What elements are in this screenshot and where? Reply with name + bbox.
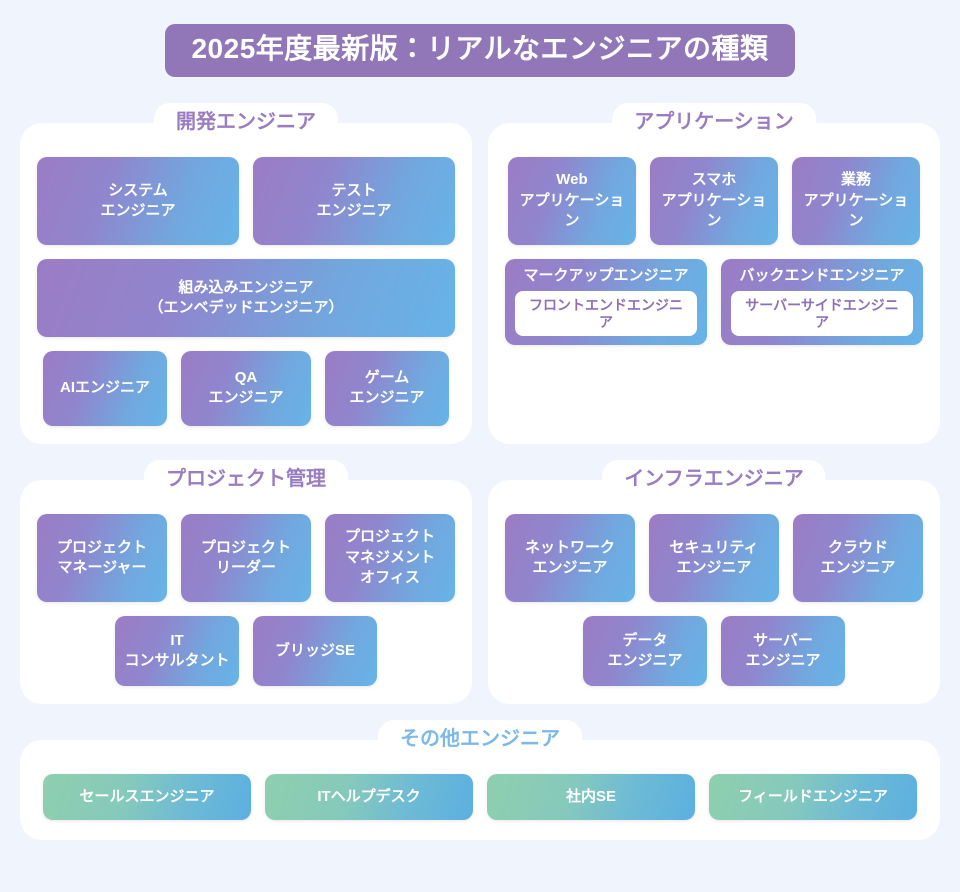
card-row: 組み込みエンジニア （エンベデッドエンジニア） bbox=[36, 258, 456, 337]
card-project-leader[interactable]: プロジェクト リーダー bbox=[181, 513, 311, 602]
sub-label-frontend-engineer[interactable]: フロントエンドエンジニア bbox=[515, 290, 697, 337]
card-it-helpdesk[interactable]: ITヘルプデスク bbox=[265, 773, 473, 820]
card-row: プロジェクト マネージャー プロジェクト リーダー プロジェクト マネジメント … bbox=[36, 513, 456, 602]
card-backend-engineer[interactable]: バックエンドエンジニア サーバーサイドエンジニア bbox=[721, 258, 923, 345]
section-heading-development: 開発エンジニア bbox=[154, 102, 338, 143]
card-sales-engineer[interactable]: セールスエンジニア bbox=[43, 773, 251, 820]
card-row: IT コンサルタント ブリッジSE bbox=[36, 615, 456, 686]
card-web-application[interactable]: Web アプリケーション bbox=[508, 156, 636, 245]
card-test-engineer[interactable]: テスト エンジニア bbox=[253, 156, 455, 245]
card-label: バックエンドエンジニア bbox=[739, 266, 905, 284]
card-qa-engineer[interactable]: QA エンジニア bbox=[181, 350, 311, 426]
section-heading-other: その他エンジニア bbox=[378, 719, 582, 760]
card-embedded-engineer[interactable]: 組み込みエンジニア （エンベデッドエンジニア） bbox=[37, 258, 455, 337]
card-row: マークアップエンジニア フロントエンドエンジニア バックエンドエンジニア サーバ… bbox=[504, 258, 924, 345]
page-title: 2025年度最新版：リアルなエンジニアの種類 bbox=[165, 24, 795, 77]
section-panel-application: アプリケーション Web アプリケーション スマホ アプリケーション 業務 アプ… bbox=[488, 102, 940, 444]
card-project-management-office[interactable]: プロジェクト マネジメント オフィス bbox=[325, 513, 455, 602]
card-label: マークアップエンジニア bbox=[523, 266, 689, 284]
section-panel-development: 開発エンジニア システム エンジニア テスト エンジニア 組み込みエンジニア （… bbox=[20, 102, 472, 444]
card-markup-engineer[interactable]: マークアップエンジニア フロントエンドエンジニア bbox=[505, 258, 707, 345]
card-field-engineer[interactable]: フィールドエンジニア bbox=[709, 773, 917, 820]
section-heading-project-management: プロジェクト管理 bbox=[144, 459, 348, 500]
card-game-engineer[interactable]: ゲーム エンジニア bbox=[325, 350, 449, 426]
section-panel-other: その他エンジニア セールスエンジニア ITヘルプデスク 社内SE フィールドエン… bbox=[20, 719, 940, 840]
sub-label-serverside-engineer[interactable]: サーバーサイドエンジニア bbox=[731, 290, 913, 337]
card-it-consultant[interactable]: IT コンサルタント bbox=[115, 615, 239, 686]
card-project-manager[interactable]: プロジェクト マネージャー bbox=[37, 513, 167, 602]
card-network-engineer[interactable]: ネットワーク エンジニア bbox=[505, 513, 635, 602]
section-heading-application: アプリケーション bbox=[612, 102, 816, 143]
card-bridge-se[interactable]: ブリッジSE bbox=[253, 615, 377, 686]
card-internal-se[interactable]: 社内SE bbox=[487, 773, 695, 820]
card-smartphone-application[interactable]: スマホ アプリケーション bbox=[650, 156, 778, 245]
card-data-engineer[interactable]: データ エンジニア bbox=[583, 615, 707, 686]
card-business-application[interactable]: 業務 アプリケーション bbox=[792, 156, 920, 245]
title-bar: 2025年度最新版：リアルなエンジニアの種類 bbox=[0, 0, 960, 77]
card-row: データ エンジニア サーバー エンジニア bbox=[504, 615, 924, 686]
section-grid: 開発エンジニア システム エンジニア テスト エンジニア 組み込みエンジニア （… bbox=[0, 77, 960, 840]
card-security-engineer[interactable]: セキュリティ エンジニア bbox=[649, 513, 779, 602]
card-row: システム エンジニア テスト エンジニア bbox=[36, 156, 456, 245]
section-panel-infrastructure: インフラエンジニア ネットワーク エンジニア セキュリティ エンジニア クラウド… bbox=[488, 459, 940, 704]
card-row: ネットワーク エンジニア セキュリティ エンジニア クラウド エンジニア bbox=[504, 513, 924, 602]
card-row: Web アプリケーション スマホ アプリケーション 業務 アプリケーション bbox=[504, 156, 924, 245]
card-ai-engineer[interactable]: AIエンジニア bbox=[43, 350, 167, 426]
card-server-engineer[interactable]: サーバー エンジニア bbox=[721, 615, 845, 686]
section-panel-project-management: プロジェクト管理 プロジェクト マネージャー プロジェクト リーダー プロジェク… bbox=[20, 459, 472, 704]
card-row: セールスエンジニア ITヘルプデスク 社内SE フィールドエンジニア bbox=[36, 773, 924, 820]
card-system-engineer[interactable]: システム エンジニア bbox=[37, 156, 239, 245]
card-row: AIエンジニア QA エンジニア ゲーム エンジニア bbox=[36, 350, 456, 426]
section-heading-infrastructure: インフラエンジニア bbox=[602, 459, 826, 500]
card-cloud-engineer[interactable]: クラウド エンジニア bbox=[793, 513, 923, 602]
